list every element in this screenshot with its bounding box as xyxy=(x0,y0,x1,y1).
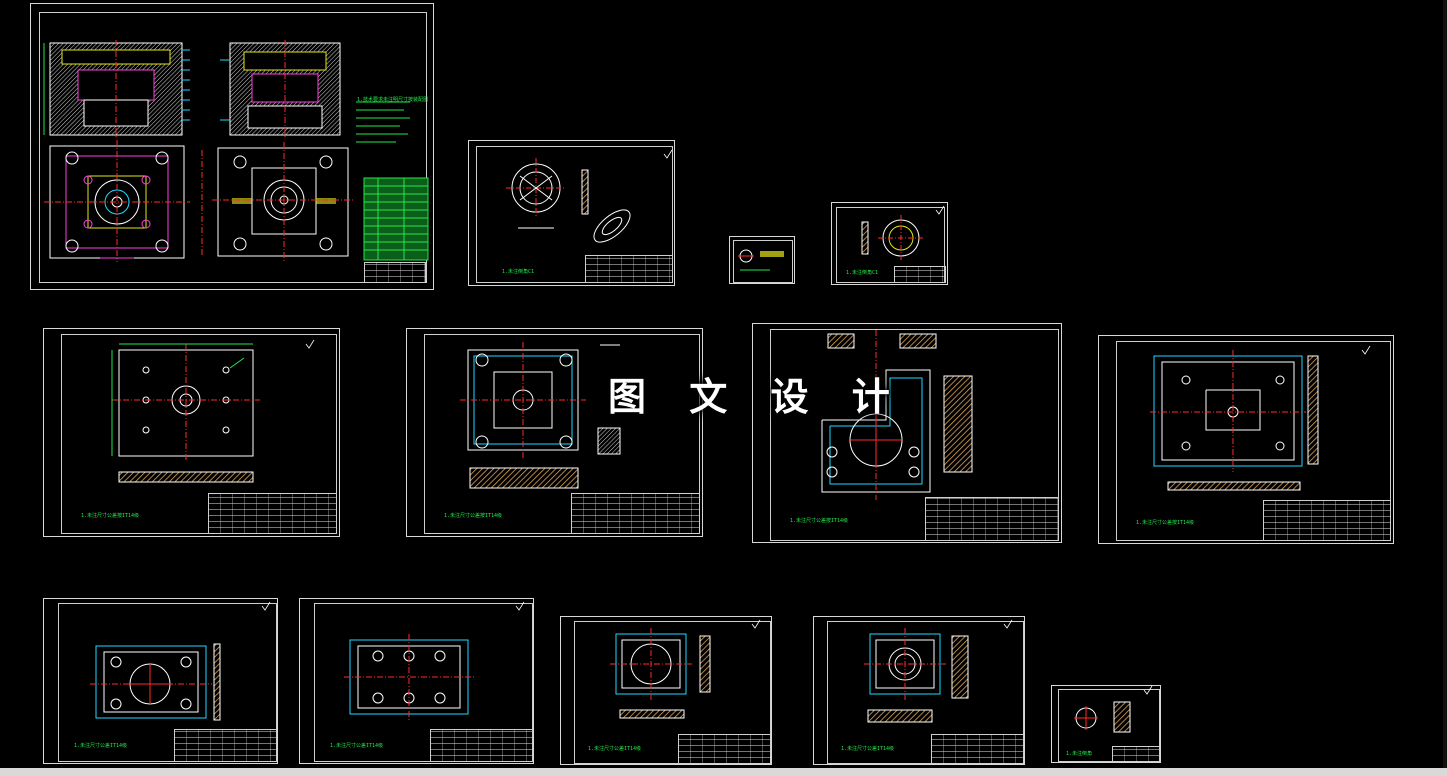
title-block xyxy=(1112,746,1160,762)
title-block xyxy=(430,729,533,762)
round-insert-drawing xyxy=(1074,701,1131,733)
technical-note: 1.未注尺寸公差IT14级 xyxy=(330,743,384,749)
moving-mold-plate-drawing xyxy=(821,330,973,500)
title-block xyxy=(931,734,1024,764)
small-sprue-bushing-drawing xyxy=(738,249,784,271)
sheet-fixed-mold-plate[interactable]: 1.未注尺寸公差按IT14级 xyxy=(406,328,703,537)
title-block xyxy=(364,262,426,283)
assembly-bill-of-materials xyxy=(356,101,429,261)
surface-roughness-symbols xyxy=(261,149,1371,695)
title-block xyxy=(571,493,700,534)
title-block xyxy=(208,493,337,534)
title-block xyxy=(174,729,277,762)
fixed-mold-plate-drawing xyxy=(460,342,621,489)
technical-note: 1.未注尺寸公差按IT14级 xyxy=(81,513,140,519)
sheet-fixed-clamp-plate[interactable]: 1.未注尺寸公差按IT14级 xyxy=(43,328,340,537)
sheet-core-insert[interactable]: 1.未注尺寸公差IT14级 xyxy=(813,616,1025,765)
push-plate-drawing xyxy=(90,643,221,721)
sheet-round-insert[interactable]: 1.未注倒角 xyxy=(1051,685,1161,763)
ejector-retainer-plate-drawing xyxy=(344,634,474,720)
sheet-locating-ring[interactable]: 1.未注倒角C1 xyxy=(468,140,675,286)
title-block xyxy=(925,497,1059,541)
technical-note: 1.未注倒角C1 xyxy=(502,269,535,275)
title-block xyxy=(894,266,946,283)
sheet-cavity-insert[interactable]: 1.未注尺寸公差IT14级 xyxy=(560,616,772,765)
technical-note: 1.未注倒角 xyxy=(1066,751,1093,757)
technical-note: 1.未注尺寸公差按IT14级 xyxy=(790,518,849,524)
technical-note: 1.技术要求未注明尺寸按装配图 xyxy=(357,97,429,103)
technical-note: 1.未注尺寸公差IT14级 xyxy=(74,743,128,749)
sheet-sprue-bushing[interactable]: 1.未注倒角C1 xyxy=(831,202,948,285)
support-plate-drawing xyxy=(1150,350,1319,491)
sprue-bushing-drawing xyxy=(861,215,924,261)
technical-note: 1.未注尺寸公差按IT14级 xyxy=(1136,520,1195,526)
assembly-section-front xyxy=(43,40,190,138)
fixed-clamp-plate-drawing xyxy=(111,343,260,483)
locating-ring-drawing xyxy=(506,158,631,243)
viewport-scrollbar[interactable] xyxy=(1443,0,1447,768)
technical-note: 1.未注倒角C1 xyxy=(846,270,879,276)
sheet-sprue-bushing-small[interactable] xyxy=(729,236,795,284)
sheet-moving-mold-plate[interactable]: 1.未注尺寸公差按IT14级 xyxy=(752,323,1062,543)
sheet-ejector-retainer-plate[interactable]: 1.未注尺寸公差IT14级 xyxy=(299,598,534,764)
cavity-insert-drawing xyxy=(610,628,711,719)
watermark-text: 图 文 设 计 xyxy=(608,375,905,419)
title-block xyxy=(678,734,771,764)
assembly-plan-fixed-half xyxy=(201,142,354,262)
assembly-section-side xyxy=(220,40,341,138)
title-block xyxy=(585,255,673,283)
core-insert-drawing xyxy=(864,628,969,723)
sheet-support-plate[interactable]: 1.未注尺寸公差按IT14级 xyxy=(1098,335,1394,544)
title-block xyxy=(1263,500,1391,541)
status-bar xyxy=(0,768,1447,776)
sheet-push-plate[interactable]: 1.未注尺寸公差IT14级 xyxy=(43,598,278,764)
technical-note: 1.未注尺寸公差按IT14级 xyxy=(444,513,503,519)
technical-note: 1.未注尺寸公差IT14级 xyxy=(588,746,642,752)
technical-note: 1.未注尺寸公差IT14级 xyxy=(841,746,895,752)
assembly-plan-moving-half xyxy=(44,140,190,262)
